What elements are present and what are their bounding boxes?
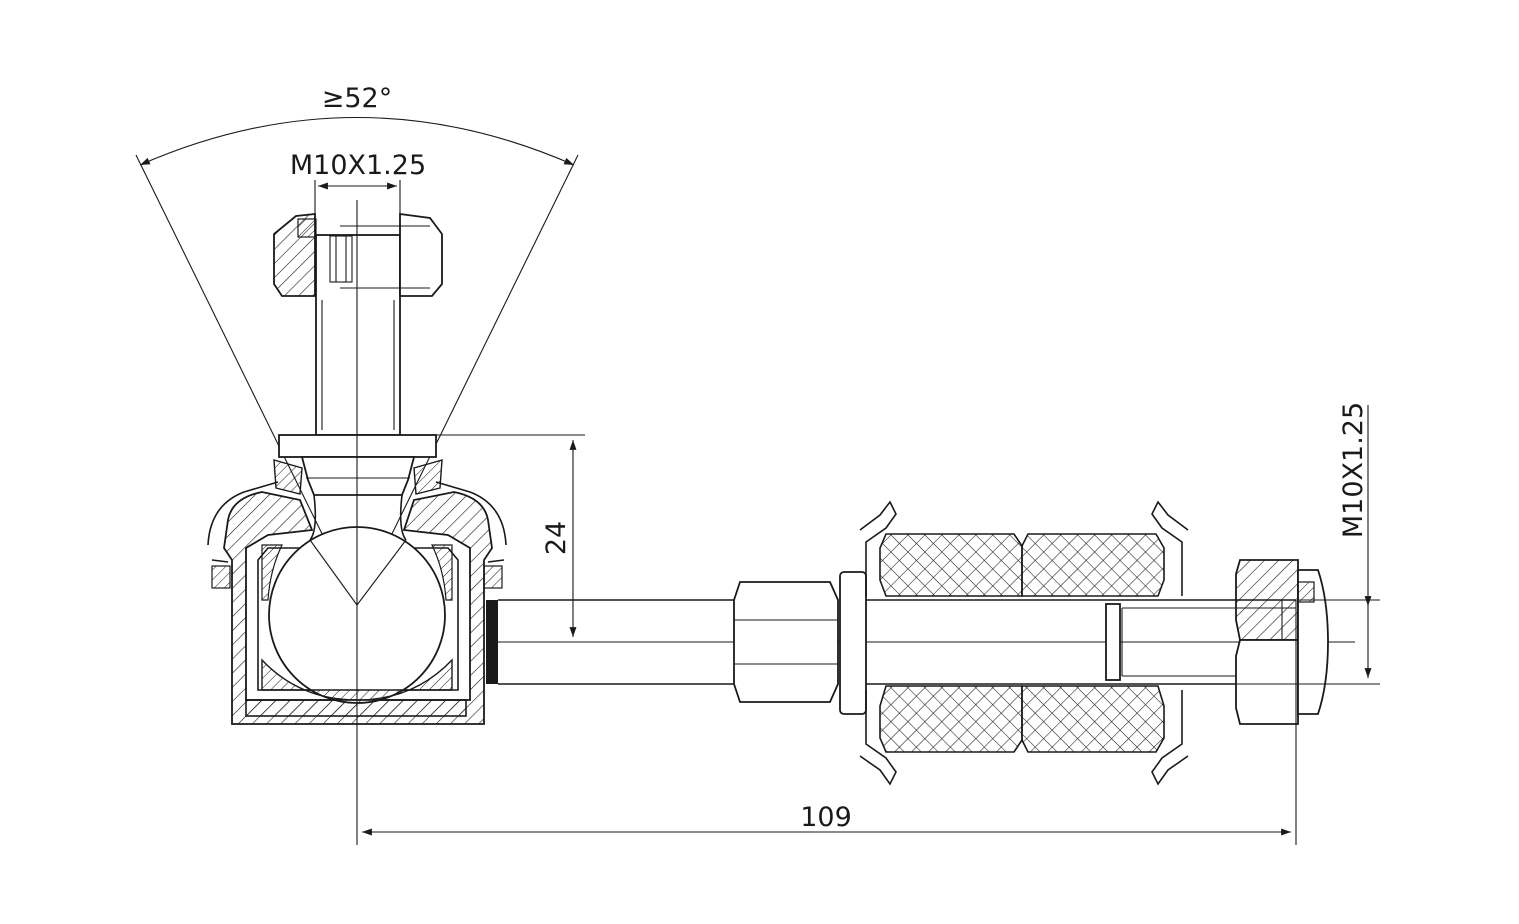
rod-hex xyxy=(733,571,867,715)
link-rod xyxy=(486,599,1355,685)
stud-nut xyxy=(273,212,443,297)
length-dimension: 109 xyxy=(356,200,1297,845)
offset-dimension: 24 xyxy=(436,434,585,643)
end-nut xyxy=(1235,559,1329,725)
bushings xyxy=(859,500,1189,786)
length-label: 109 xyxy=(800,802,852,833)
stud-thread-dimension: M10X1.25 xyxy=(290,150,426,236)
angle-dimension: ≥52° xyxy=(135,83,579,606)
angle-label: ≥52° xyxy=(322,83,392,114)
rod-thread-label: M10X1.25 xyxy=(1338,402,1369,538)
offset-label: 24 xyxy=(541,521,572,555)
rod-thread-dimension: M10X1.25 xyxy=(1298,402,1380,685)
stud-thread-label: M10X1.25 xyxy=(290,150,426,181)
